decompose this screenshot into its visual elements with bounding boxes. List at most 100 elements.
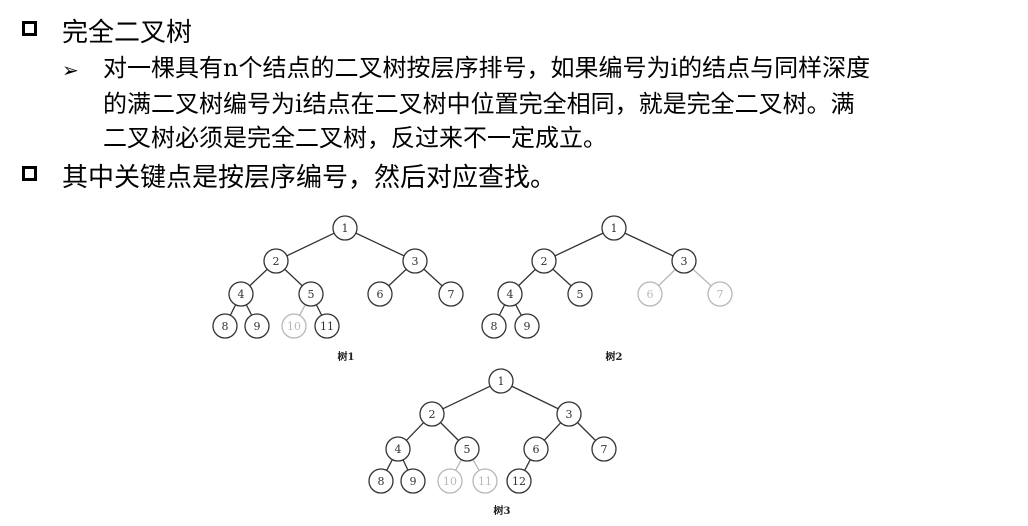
tree-node (454, 436, 480, 462)
tree-node-label: 5 (464, 443, 471, 456)
tree-node-label: 2 (429, 408, 436, 421)
tree-node (212, 313, 238, 339)
tree-node-label: 1 (611, 222, 618, 235)
tree-node (298, 281, 324, 307)
tree-node (531, 248, 557, 274)
tree-edge (524, 459, 531, 471)
tree-node-label: 4 (238, 288, 245, 301)
tree-node (514, 313, 540, 339)
tree-node (368, 468, 394, 494)
tree-edge (511, 385, 559, 410)
tree-edge (577, 422, 596, 441)
tree-node (523, 436, 549, 462)
tree-node-label: 6 (377, 288, 384, 301)
tree-node-label: 10 (287, 320, 301, 333)
tree-node (506, 468, 532, 494)
tree-node-label: 8 (222, 320, 229, 333)
tree-edge (440, 422, 459, 441)
tree-node-label: 8 (491, 320, 498, 333)
tree-node-label: 9 (254, 320, 261, 333)
tree-edge (245, 304, 253, 316)
tree-node (497, 281, 523, 307)
tree-node-label: 11 (478, 475, 492, 488)
tree-node (567, 281, 593, 307)
tree-node-label: 10 (443, 475, 457, 488)
tree-node (591, 436, 617, 462)
tree-edge (554, 232, 604, 257)
tree-node-label: 2 (541, 255, 548, 268)
tree-node (671, 248, 697, 274)
tree-node-label: 7 (601, 443, 608, 456)
tree-node-label: 9 (410, 475, 417, 488)
tree-edge (284, 268, 303, 287)
paragraph-line-1: 对一棵具有n个结点的二叉树按层序排号，如果编号为i的结点与同样深度 (103, 54, 871, 82)
arrow-bullet-icon: ➢ (62, 58, 79, 82)
tree-edge (515, 304, 522, 316)
tree-edge (442, 385, 491, 410)
tree-node (367, 281, 393, 307)
tree-edge (472, 459, 480, 471)
tree-node-label: 4 (395, 443, 402, 456)
tree-node (402, 248, 428, 274)
tree-node (438, 281, 464, 307)
tree-edge (658, 268, 676, 287)
tree-edge (405, 422, 425, 441)
tree-node (707, 281, 733, 307)
tree-node (228, 281, 254, 307)
tree-node (556, 401, 582, 427)
tree-node (314, 313, 340, 339)
tree-node-label: 1 (498, 375, 505, 388)
heading-complete-binary-tree: 完全二叉树 (62, 18, 193, 48)
tree-node (419, 401, 445, 427)
tree-edge (423, 268, 443, 287)
tree-edge (543, 422, 562, 441)
tree-node-label: 3 (566, 408, 573, 421)
tree-node-label: 12 (512, 475, 526, 488)
paragraph-line-3: 二叉树必须是完全二叉树，反过来不一定成立。 (103, 124, 607, 152)
paragraph-line-2: 的满二叉树编号为i结点在二叉树中位置完全相同，就是完全二叉树。满 (103, 90, 855, 118)
tree-node (637, 281, 663, 307)
tree-node (281, 313, 307, 339)
tree-node (481, 313, 507, 339)
tree-node-label: 9 (524, 320, 531, 333)
tree-node-label: 6 (647, 288, 654, 301)
tree-caption: 树2 (606, 350, 623, 363)
tree-edge (624, 232, 674, 257)
tree-node (385, 436, 411, 462)
tree-edge (498, 304, 506, 316)
tree-node (244, 313, 270, 339)
tree-node (472, 468, 498, 494)
tree-edge (518, 268, 536, 287)
tree-node-label: 4 (507, 288, 514, 301)
tree-caption: 树1 (338, 350, 355, 363)
tree-edge (299, 304, 306, 316)
tree-edge (552, 268, 572, 287)
tree-node (437, 468, 463, 494)
tree-edge (388, 268, 407, 287)
tree-edge (286, 232, 335, 257)
tree-node-label: 3 (412, 255, 419, 268)
tree-edge (229, 304, 237, 316)
tree-node (488, 368, 514, 394)
tree-node (601, 215, 627, 241)
tree-edge (455, 459, 462, 471)
tree-node-label: 3 (681, 255, 688, 268)
tree-node-label: 5 (308, 288, 315, 301)
tree-node (263, 248, 289, 274)
tree-edge (386, 459, 393, 471)
tree-caption: 树3 (494, 504, 511, 517)
tree-node-label: 2 (273, 255, 280, 268)
tree-node-label: 6 (533, 443, 540, 456)
square-bullet-icon (22, 166, 37, 181)
tree-node-label: 1 (342, 222, 349, 235)
tree-node-label: 5 (577, 288, 584, 301)
tree-node-label: 7 (448, 288, 455, 301)
tree-edge (249, 268, 268, 287)
tree-edge (402, 459, 409, 471)
tree-edge (315, 304, 323, 316)
tree-node (332, 215, 358, 241)
